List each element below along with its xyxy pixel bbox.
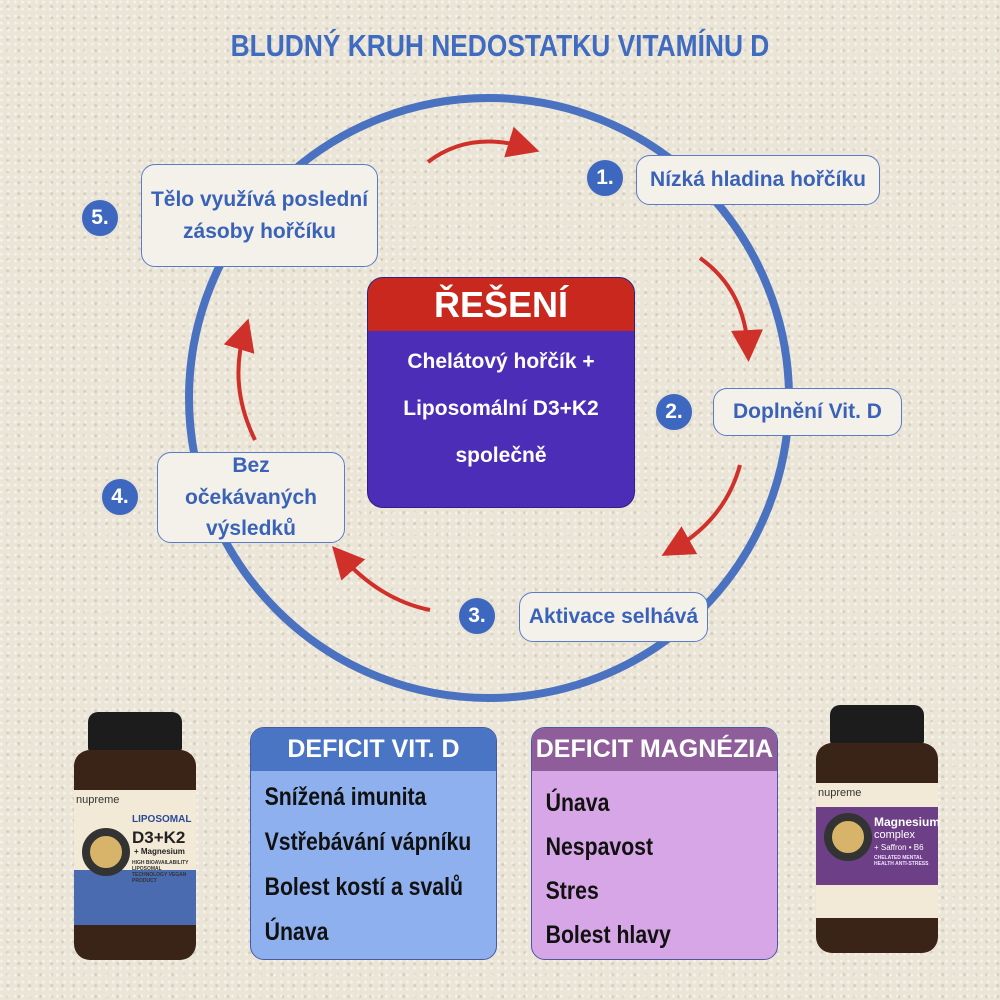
- solution-line-3: společně: [455, 444, 547, 467]
- step-4-box: Bez očekávaných výsledků: [157, 452, 345, 543]
- step-2-box: Doplnění Vit. D: [713, 388, 902, 436]
- deficit-mg-item: Únava: [545, 789, 610, 817]
- arrow-3-to-4: [332, 546, 431, 612]
- step-5-line1: Tělo využívá poslední: [150, 188, 369, 211]
- deficit-vitd-item: Snížená imunita: [264, 783, 427, 811]
- brand-logo-icon: [82, 828, 130, 876]
- product-label: CHELATED MENTAL HEALTH ANTI-STRESS: [874, 855, 929, 867]
- step-4-number: 4.: [100, 477, 140, 517]
- product-label: + Saffron • B6: [874, 843, 924, 852]
- arrow-4-to-5: [223, 318, 257, 441]
- solution-line-2: Liposomální D3+K2: [403, 397, 599, 420]
- brand-logo-icon: [824, 813, 872, 861]
- arrow-5-to-1: [426, 126, 540, 164]
- brand-logo: nupreme: [818, 787, 862, 799]
- deficit-mg-header: DEFICIT MAGNÉZIA: [532, 728, 777, 771]
- arrow-1-to-2: [698, 256, 763, 362]
- deficit-vitd-box: DEFICIT VIT. D Snížená imunita Vstřebává…: [250, 727, 497, 960]
- product-label: HIGH BIOAVAILABILITY LIPOSOMAL TECHNOLOG…: [132, 860, 189, 884]
- arrow-2-to-3: [661, 464, 742, 556]
- step-1-number: 1.: [585, 158, 625, 198]
- product-magnesium-bottle: nupreme Magnesium complex + Saffron • B6…: [812, 705, 942, 955]
- deficit-mg-item: Stres: [545, 877, 599, 905]
- page-title: BLUDNÝ KRUH NEDOSTATKU VITAMÍNU D: [230, 28, 770, 63]
- deficit-vitd-item: Únava: [264, 918, 329, 946]
- deficit-mg-box: DEFICIT MAGNÉZIA Únava Nespavost Stres B…: [531, 727, 778, 960]
- product-label: LIPOSOMAL: [132, 814, 192, 825]
- product-label: Magnesium: [874, 815, 941, 829]
- step-5-number: 5.: [80, 198, 120, 238]
- solution-header: ŘEŠENÍ: [368, 278, 634, 331]
- step-4-line2: výsledků: [206, 517, 296, 541]
- product-label: complex: [874, 829, 915, 841]
- step-1-box: Nízká hladina hořčíku: [636, 155, 880, 205]
- step-4-line1: Bez očekávaných: [185, 454, 317, 509]
- brand-logo: nupreme: [76, 794, 120, 806]
- product-label: + Magnesium: [134, 847, 185, 856]
- product-vitd-bottle: nupreme LIPOSOMAL D3+K2 + Magnesium HIGH…: [70, 712, 200, 962]
- deficit-vitd-header: DEFICIT VIT. D: [251, 728, 496, 771]
- step-5-box: Tělo využívá poslední zásoby hořčíku: [141, 164, 378, 267]
- product-label: D3+K2: [132, 828, 186, 847]
- solution-box: ŘEŠENÍ Chelátový hořčík + Liposomální D3…: [367, 277, 635, 508]
- deficit-mg-item: Nespavost: [545, 833, 654, 861]
- solution-line-1: Chelátový hořčík +: [407, 350, 595, 373]
- deficit-vitd-item: Bolest kostí a svalů: [264, 873, 464, 901]
- step-2-number: 2.: [654, 392, 694, 432]
- deficit-vitd-item: Vstřebávání vápníku: [264, 828, 472, 856]
- deficit-mg-item: Bolest hlavy: [545, 921, 671, 949]
- step-3-box: Aktivace selhává: [519, 592, 708, 642]
- step-5-line2: zásoby hořčíku: [183, 219, 336, 243]
- step-3-number: 3.: [457, 596, 497, 636]
